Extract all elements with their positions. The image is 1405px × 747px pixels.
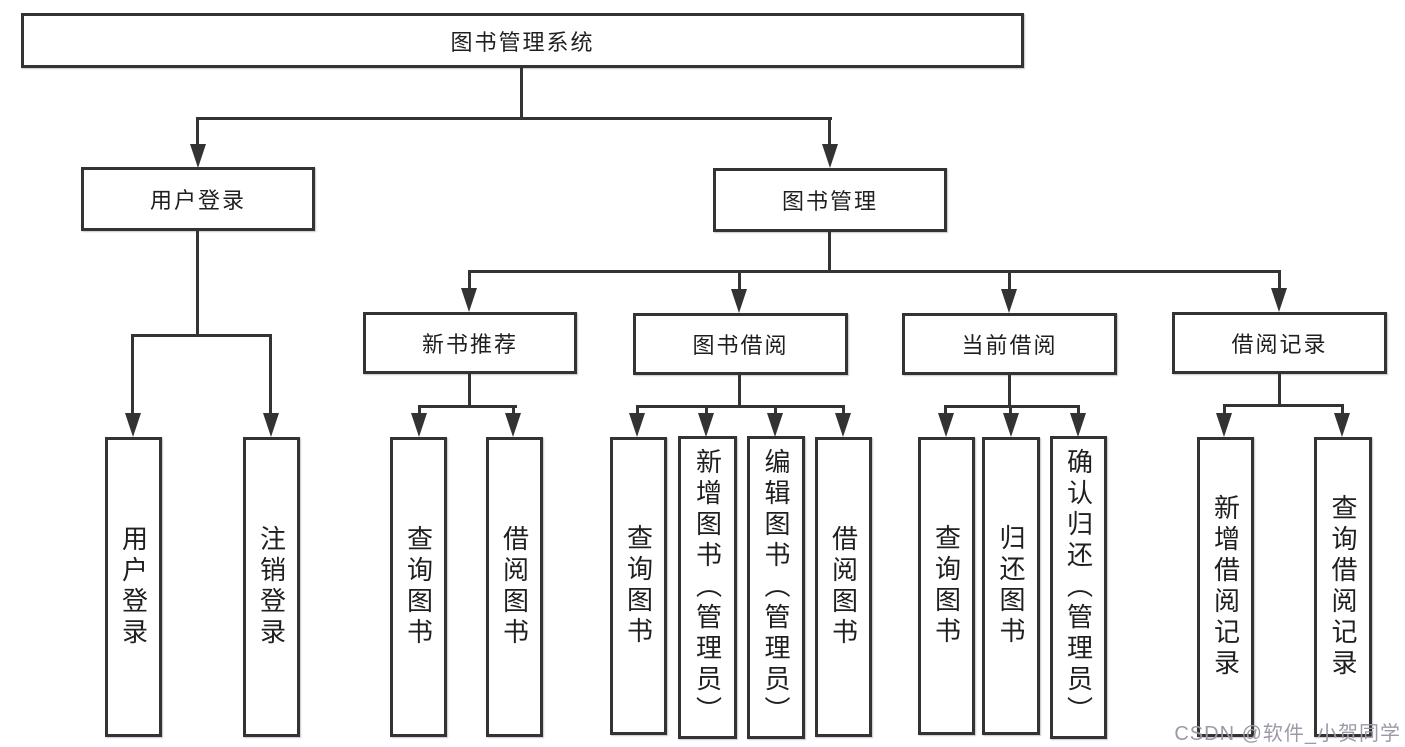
- connector-line: [738, 374, 741, 407]
- connector-line: [131, 334, 134, 416]
- leaf-query-books-borrow: 查询图书: [610, 437, 667, 735]
- node-label: 图书管理: [781, 189, 878, 214]
- connector-line: [842, 405, 845, 417]
- connector-line: [1223, 404, 1226, 417]
- node-label: 注销登录: [256, 525, 287, 649]
- leaf-user-login: 用户登录: [105, 437, 162, 737]
- arrow-down-icon: [1003, 413, 1019, 437]
- leaf-add-borrow-record: 新增借阅记录: [1197, 437, 1254, 737]
- connector-line: [828, 232, 831, 272]
- connector-line: [512, 405, 515, 417]
- arrow-down-icon: [938, 413, 954, 437]
- node-label: 新书推荐: [421, 332, 518, 357]
- arrow-down-icon: [1001, 289, 1017, 313]
- arrow-down-icon: [125, 413, 141, 437]
- connector-line: [1278, 270, 1281, 290]
- connector-line: [468, 270, 471, 290]
- connector-line: [1223, 404, 1344, 407]
- node-current-borrowing: 当前借阅: [902, 313, 1117, 375]
- connector-line: [269, 334, 272, 416]
- node-label: 确认归还（管理员）: [1063, 448, 1094, 727]
- connector-line: [705, 405, 708, 417]
- node-book-borrowing: 图书借阅: [633, 313, 848, 375]
- node-label: 归还图书: [996, 524, 1026, 648]
- connector-line: [738, 270, 741, 290]
- leaf-query-books-current: 查询图书: [918, 437, 975, 735]
- connector-line: [1278, 373, 1281, 406]
- connector-line: [197, 117, 832, 120]
- connector-line: [196, 117, 199, 147]
- connector-line: [418, 405, 517, 408]
- node-label: 查询图书: [403, 525, 434, 649]
- connector-line: [944, 405, 1080, 408]
- connector-line: [1009, 405, 1012, 417]
- leaf-add-book-admin: 新增图书（管理员）: [678, 436, 737, 739]
- leaf-query-borrow-record: 查询借阅记录: [1314, 437, 1372, 737]
- node-label: 查询图书: [623, 524, 654, 648]
- connector-line: [468, 270, 1281, 273]
- connector-line: [1341, 404, 1344, 417]
- node-label: 图书管理系统: [450, 29, 595, 55]
- leaf-confirm-return-admin: 确认归还（管理员）: [1050, 436, 1107, 739]
- connector-line: [636, 405, 845, 408]
- connector-line: [1008, 374, 1011, 407]
- node-label: 编辑图书（管理员）: [761, 448, 791, 727]
- node-label: 图书借阅: [692, 333, 789, 358]
- arrow-down-icon: [505, 413, 521, 437]
- node-borrowing-records: 借阅记录: [1172, 312, 1387, 374]
- leaf-logout: 注销登录: [243, 437, 300, 737]
- leaf-query-books-recommend: 查询图书: [390, 437, 447, 737]
- connector-line: [196, 231, 199, 336]
- leaf-edit-book-admin: 编辑图书（管理员）: [747, 436, 805, 739]
- node-label: 当前借阅: [961, 333, 1058, 358]
- arrow-down-icon: [1070, 413, 1086, 437]
- arrow-down-icon: [411, 413, 427, 437]
- arrow-down-icon: [1334, 413, 1350, 437]
- arrow-down-icon: [1271, 288, 1287, 312]
- watermark: CSDN @软件_小贺同学: [1174, 723, 1401, 745]
- connector-line: [1077, 405, 1080, 417]
- node-new-book-recommend: 新书推荐: [363, 312, 577, 374]
- node-label: 新增借阅记录: [1210, 494, 1241, 680]
- arrow-down-icon: [822, 144, 838, 168]
- connector-line: [1008, 270, 1011, 290]
- connector-line: [520, 67, 523, 119]
- connector-line: [636, 405, 639, 417]
- arrow-down-icon: [767, 413, 783, 437]
- node-label: 借阅图书: [828, 525, 859, 649]
- node-label: 用户登录: [149, 188, 246, 213]
- node-user-login: 用户登录: [81, 167, 315, 231]
- connector-line: [131, 334, 272, 337]
- connector-line: [828, 117, 831, 147]
- connector-line: [774, 405, 777, 417]
- arrow-down-icon: [461, 288, 477, 312]
- node-library-management-system: 图书管理系统: [21, 13, 1024, 68]
- leaf-borrow-books: 借阅图书: [815, 437, 872, 737]
- arrow-down-icon: [1216, 413, 1232, 437]
- leaf-borrow-books-recommend: 借阅图书: [486, 437, 543, 737]
- connector-line: [468, 373, 471, 407]
- arrow-down-icon: [629, 413, 645, 437]
- arrow-down-icon: [263, 413, 279, 437]
- arrow-down-icon: [731, 289, 747, 313]
- arrow-down-icon: [698, 413, 714, 437]
- leaf-return-book: 归还图书: [982, 437, 1040, 735]
- node-label: 新增图书（管理员）: [692, 448, 723, 727]
- arrow-down-icon: [190, 144, 206, 168]
- node-book-management: 图书管理: [713, 168, 947, 232]
- node-label: 借阅图书: [499, 525, 530, 649]
- arrow-down-icon: [835, 413, 851, 437]
- node-label: 查询借阅记录: [1328, 494, 1358, 680]
- node-label: 借阅记录: [1231, 332, 1328, 357]
- connector-line: [418, 405, 421, 417]
- connector-line: [944, 405, 947, 417]
- node-label: 用户登录: [118, 525, 149, 649]
- node-label: 查询图书: [931, 524, 962, 648]
